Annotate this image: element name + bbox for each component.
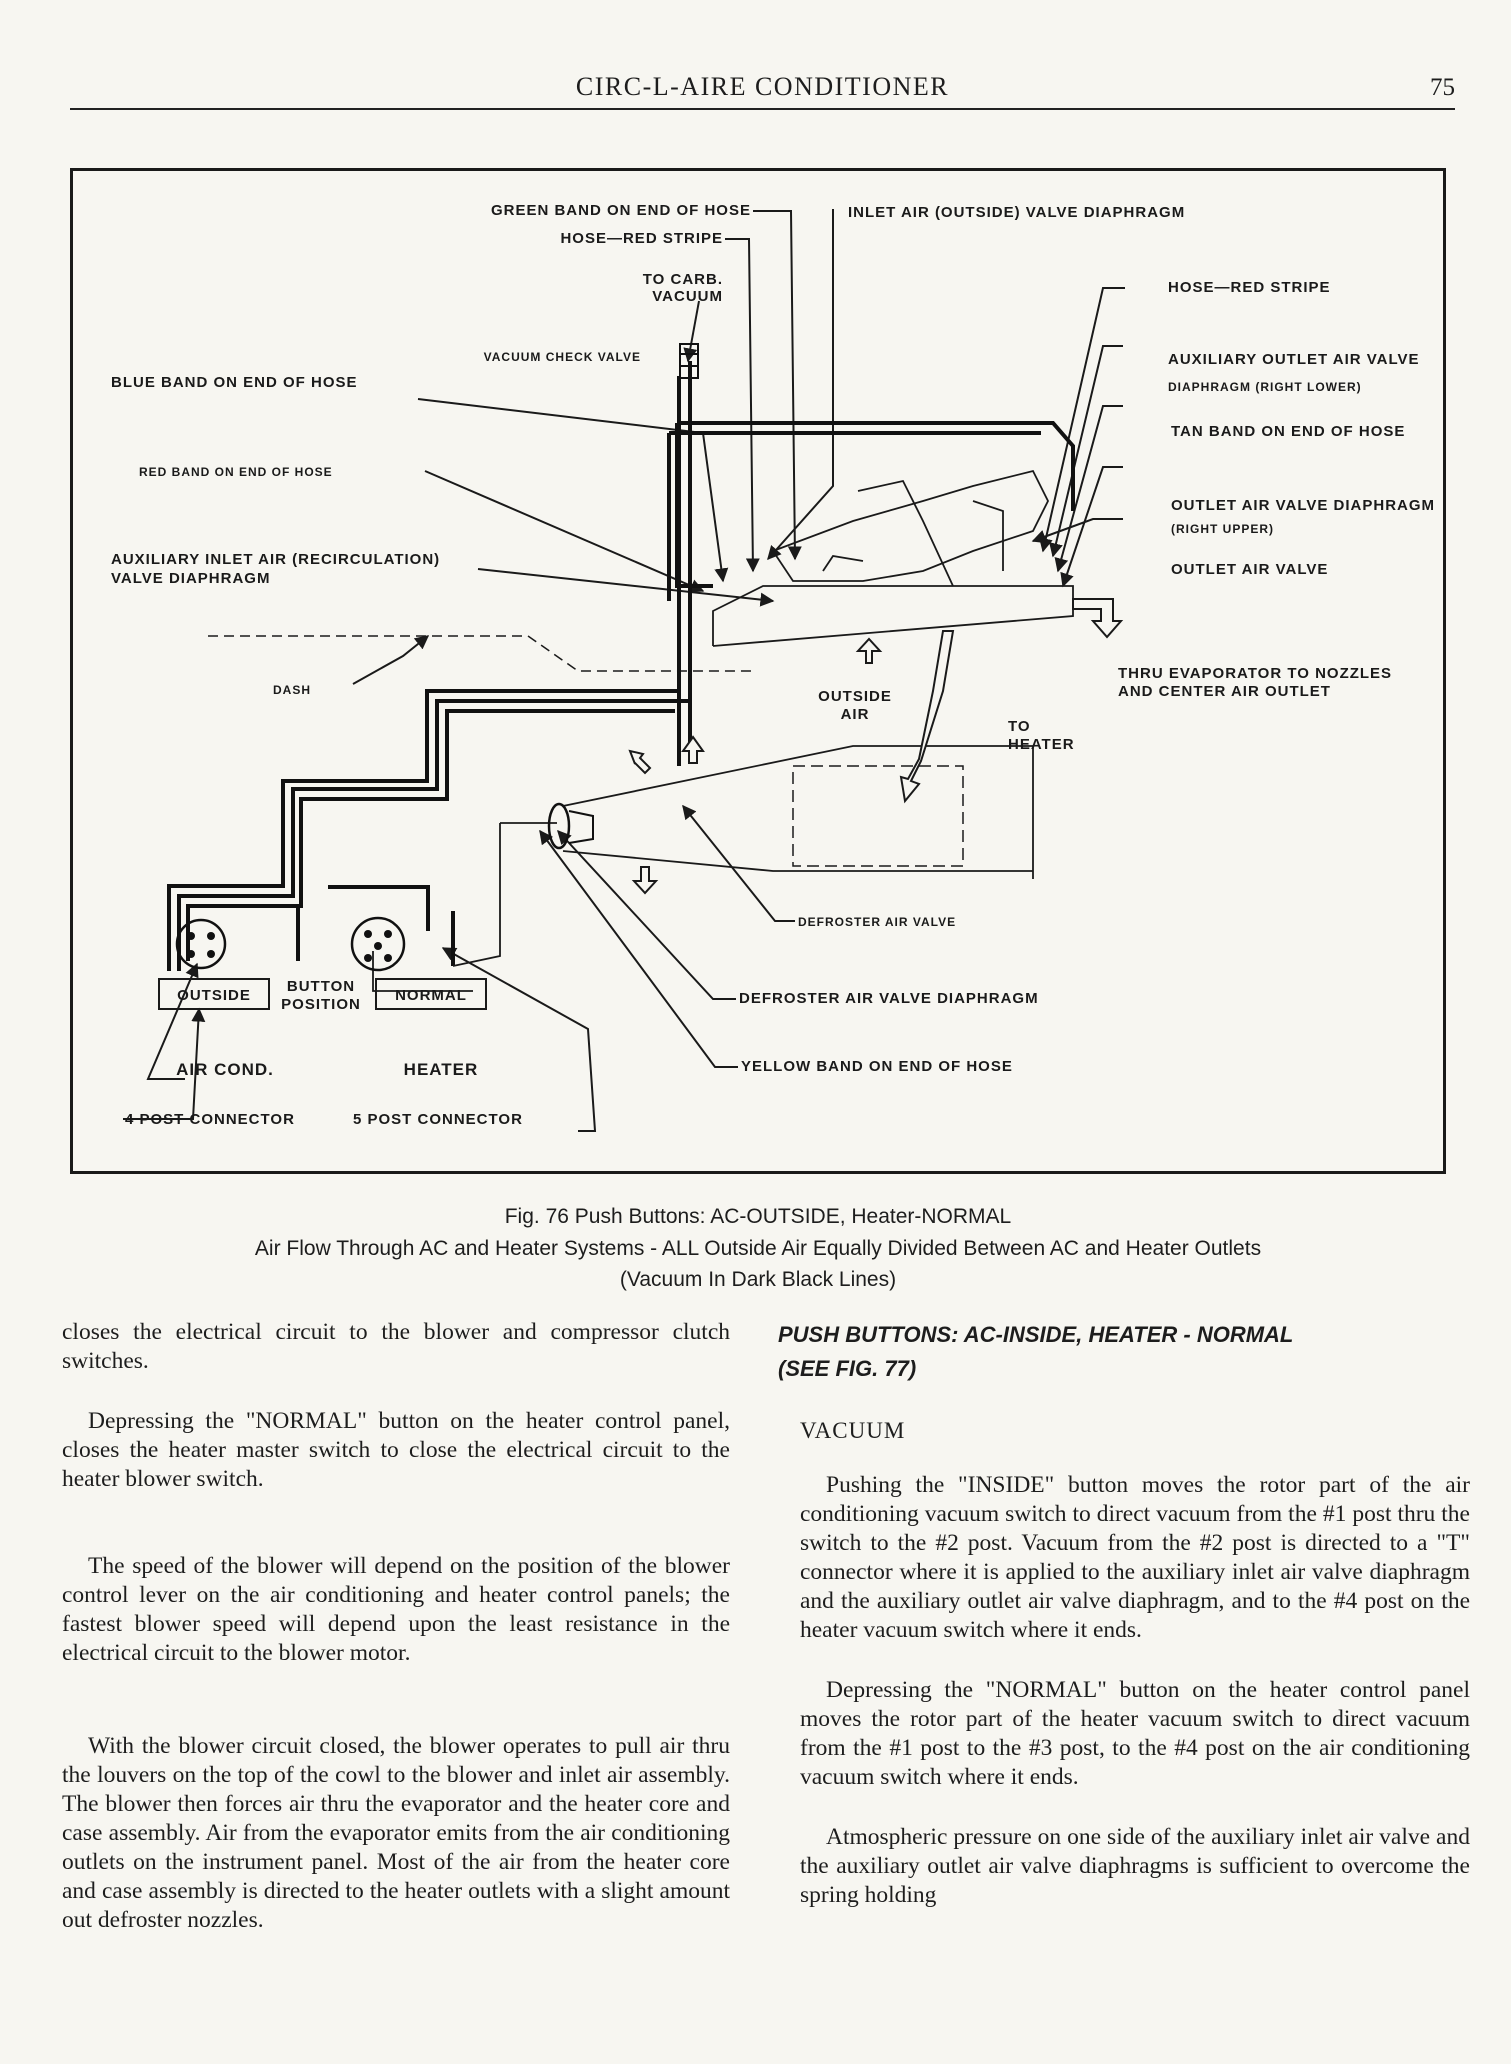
figure-caption-line1: Fig. 76 Push Buttons: AC-OUTSIDE, Heater… [504, 1205, 1012, 1228]
label-to-carb-vacuum: VACUUM [652, 288, 723, 305]
paragraph: closes the electrical circuit to the blo… [62, 1319, 730, 1374]
label-thru-evaporator: THRU EVAPORATOR TO NOZZLES [1118, 665, 1392, 682]
figure-caption-line3: (Vacuum In Dark Black Lines) [619, 1268, 897, 1291]
label-red-band: RED BAND ON END OF HOSE [139, 465, 333, 479]
right-column: PUSH BUTTONS: AC-INSIDE, HEATER - NORMAL… [778, 1318, 1470, 1941]
thin-lines [372, 469, 1074, 992]
airflow-diagonal-arrow-icon [628, 749, 652, 775]
label-blue-band: BLUE BAND ON END OF HOSE [111, 374, 358, 391]
heater-core-outline [792, 765, 964, 867]
figure-76-frame: GREEN BAND ON END OF HOSE HOSE—RED STRIP… [70, 168, 1446, 1174]
paragraph: Depressing the "NORMAL" button on the he… [62, 1408, 730, 1492]
diagram-labels: GREEN BAND ON END OF HOSE HOSE—RED STRIP… [111, 202, 1435, 1128]
label-aux-outlet-valve: AUXILIARY OUTLET AIR VALVE [1168, 351, 1420, 368]
page-number: 75 [1430, 74, 1455, 101]
label-aux-inlet: AUXILIARY INLET AIR (RECIRCULATION) [111, 551, 440, 568]
dash-line [208, 635, 753, 672]
paragraph: Pushing the "INSIDE" button moves the ro… [800, 1472, 1470, 1643]
label-outside-button: OUTSIDE [177, 987, 251, 1004]
label-aux-outlet-diaphragm: DIAPHRAGM (RIGHT LOWER) [1168, 380, 1362, 394]
label-normal-button: NORMAL [395, 987, 467, 1004]
label-dash: DASH [273, 683, 311, 697]
label-air-cond: AIR COND. [176, 1060, 274, 1079]
label-tan-band: TAN BAND ON END OF HOSE [1171, 423, 1405, 440]
vacuum-check-valve [679, 343, 699, 379]
section-heading-reference: (SEE FIG. 77) [778, 1356, 917, 1381]
label-yellow-band: YELLOW BAND ON END OF HOSE [741, 1058, 1013, 1075]
evaporator-outlet-arrow-icon [1072, 598, 1124, 639]
label-defroster-diaphragm: DEFROSTER AIR VALVE DIAPHRAGM [739, 990, 1039, 1007]
label-to-heater: TO [1008, 718, 1031, 735]
defroster-diaphragm-shape [547, 802, 594, 850]
paragraph: The speed of the blower will depend on t… [62, 1553, 730, 1666]
label-outlet-air-valve: OUTLET AIR VALVE [1171, 561, 1328, 578]
label-inlet-air-valve: INLET AIR (OUTSIDE) VALVE DIAPHRAGM [848, 204, 1185, 221]
label-hose-red-stripe-right: HOSE—RED STRIPE [1168, 279, 1331, 296]
label-outlet-diaphragm-position: (RIGHT UPPER) [1171, 522, 1274, 536]
paragraph: Atmospheric pressure on one side of the … [800, 1824, 1470, 1908]
label-four-post-connector: 4 POST CONNECTOR [125, 1111, 295, 1128]
airflow-down-arrow-icon [631, 866, 659, 895]
heater-flow-arrow-icon [899, 630, 955, 804]
label-aux-inlet-diaphragm: VALVE DIAPHRAGM [111, 570, 270, 587]
paragraph: With the blower circuit closed, the blow… [62, 1733, 730, 1933]
outside-button-box [158, 978, 270, 1010]
vacuum-hoses [167, 361, 1075, 971]
label-center-air-outlet: AND CENTER AIR OUTLET [1118, 683, 1331, 700]
label-heater: HEATER [404, 1060, 479, 1079]
section-heading: PUSH BUTTONS: AC-INSIDE, HEATER - NORMAL [778, 1322, 1294, 1347]
page-header: CIRC-L-AIRE CONDITIONER 75 [70, 72, 1455, 110]
label-outside-air: OUTSIDE [818, 688, 892, 705]
subheading-vacuum: VACUUM [800, 1418, 906, 1443]
normal-button-box [375, 978, 487, 1010]
label-hose-red-stripe-top: HOSE—RED STRIPE [560, 230, 723, 247]
label-button: BUTTON [287, 978, 355, 995]
airflow-up-arrow-icon [681, 735, 705, 764]
label-to-carb: TO CARB. [643, 271, 723, 288]
label-green-band: GREEN BAND ON END OF HOSE [491, 202, 751, 219]
figure-caption-line2: Air Flow Through AC and Heater Systems -… [254, 1237, 1262, 1260]
vacuum-diagram: GREEN BAND ON END OF HOSE HOSE—RED STRIP… [111, 202, 1435, 1132]
outside-air-arrow-icon [855, 637, 883, 664]
label-outlet-diaphragm: OUTLET AIR VALVE DIAPHRAGM [1171, 497, 1435, 514]
four-post-connector [175, 918, 227, 970]
label-five-post-connector: 5 POST CONNECTOR [353, 1111, 523, 1128]
page-title: CIRC-L-AIRE CONDITIONER [575, 72, 950, 101]
label-outside-air-2: AIR [841, 706, 870, 723]
label-to-heater-2: HEATER [1008, 736, 1075, 753]
label-vacuum-check-valve: VACUUM CHECK VALVE [484, 350, 641, 364]
five-post-connector [350, 916, 406, 972]
airflow-arrows [628, 598, 1124, 895]
left-column: closes the electrical circuit to the blo… [62, 1318, 730, 1966]
label-button-position: POSITION [281, 996, 361, 1013]
paragraph: Depressing the "NORMAL" button on the he… [800, 1677, 1470, 1790]
label-defroster-valve: DEFROSTER AIR VALVE [798, 915, 956, 929]
